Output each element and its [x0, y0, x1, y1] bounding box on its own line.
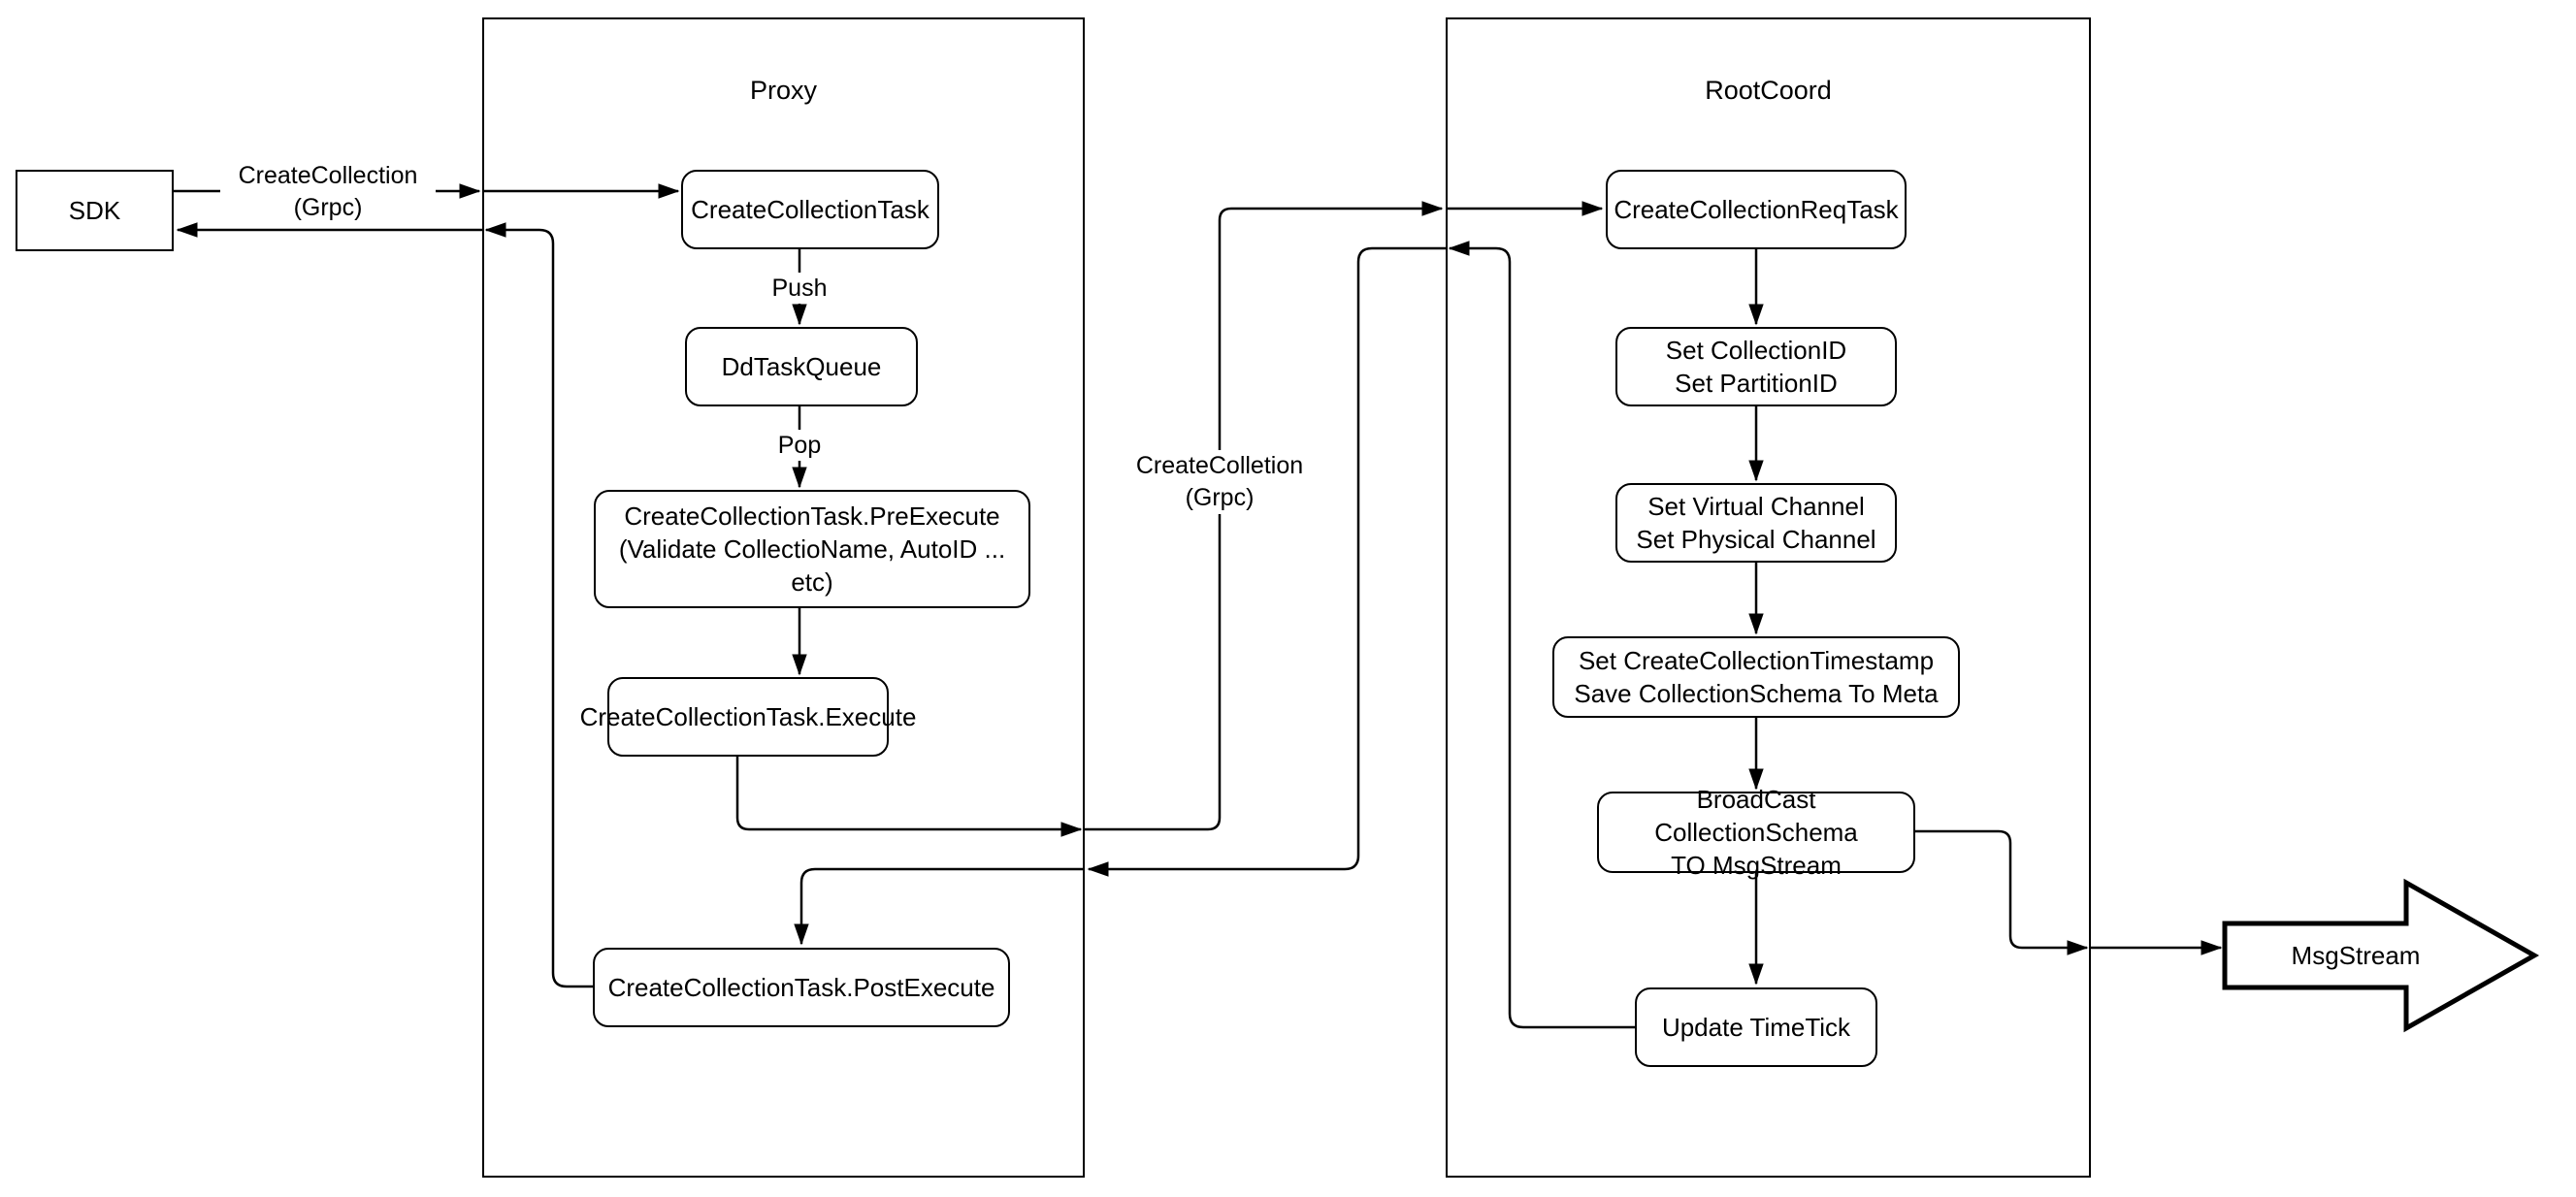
- edge-label-push: Push: [761, 273, 838, 304]
- node-sdk: SDK: [16, 170, 174, 251]
- node-dd-task-queue: DdTaskQueue: [685, 327, 918, 406]
- edge-label-proxy-rootcoord-grpc: CreateColletion (Grpc): [1118, 450, 1321, 514]
- edge-rootcoord-to-proxy-reply: [1087, 246, 1446, 877]
- msgstream-arrow-shape: [2222, 878, 2540, 1033]
- node-create-collection-task: CreateCollectionTask: [681, 170, 939, 249]
- edge-execute-to-proxy-border: [735, 757, 1083, 837]
- msgstream-label: MsgStream: [2291, 940, 2421, 970]
- node-create-collection-req-task: CreateCollectionReqTask: [1606, 170, 1907, 249]
- node-set-collection-partition-id: Set CollectionID Set PartitionID: [1615, 327, 1897, 406]
- node-set-virtual-physical-channel: Set Virtual Channel Set Physical Channel: [1615, 483, 1897, 563]
- edge-proxy-border-to-postexecute: [794, 867, 1085, 946]
- node-broadcast-collection-schema: BroadCast CollectionSchema TO MsgStream: [1597, 785, 1915, 880]
- node-update-timetick: Update TimeTick: [1635, 987, 1877, 1067]
- edge-label-sdk-grpc: CreateCollection (Grpc): [220, 160, 436, 224]
- edge-postexecute-to-proxy-border: [484, 222, 593, 988]
- rootcoord-container: RootCoord: [1446, 17, 2091, 1178]
- node-execute: CreateCollectionTask.Execute: [580, 677, 916, 757]
- edge-broadcast-to-rootcoord-border: [1915, 829, 2089, 955]
- proxy-container: Proxy: [482, 17, 1085, 1178]
- rootcoord-title: RootCoord: [1705, 76, 1832, 105]
- edge-label-pop: Pop: [761, 430, 838, 461]
- edge-proxy-to-rootcoord-grpc: [1085, 201, 1444, 831]
- edge-updatetimetick-to-rootcoord-border: [1448, 241, 1635, 1029]
- node-post-execute: CreateCollectionTask.PostExecute: [593, 948, 1010, 1027]
- proxy-title: Proxy: [749, 76, 818, 105]
- node-pre-execute: CreateCollectionTask.PreExecute (Validat…: [594, 490, 1030, 608]
- node-set-timestamp-save-schema: Set CreateCollectionTimestamp Save Colle…: [1552, 636, 1960, 718]
